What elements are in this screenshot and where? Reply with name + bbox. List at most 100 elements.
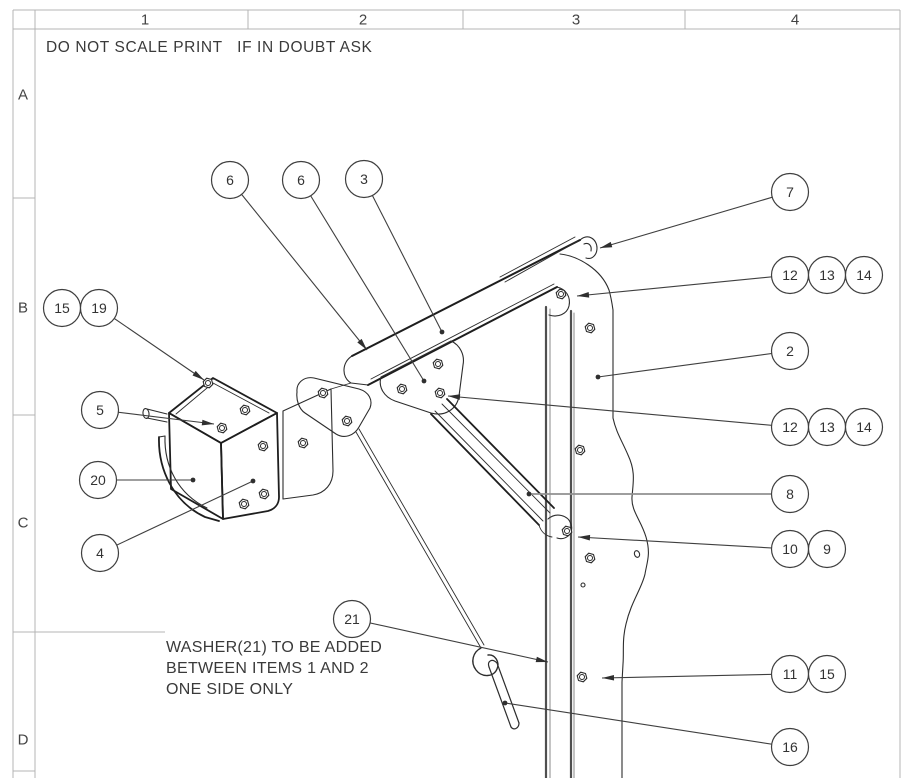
grid-row-label: B (18, 300, 28, 317)
davit-arm-assembly (142, 236, 649, 778)
hex-nut (574, 444, 586, 456)
hex-nut (561, 525, 573, 537)
hex-nut (258, 488, 270, 500)
balloon-20: 20 (78, 460, 118, 500)
hex-nut (576, 671, 588, 683)
hex-nut (584, 322, 596, 334)
grid-column-label: 1 (141, 12, 149, 29)
mounting-plate (559, 253, 649, 778)
washer-note-line: ONE SIDE ONLY (166, 681, 294, 698)
balloon-number: 13 (819, 267, 835, 283)
balloon-number: 12 (782, 419, 798, 435)
hex-nut (257, 440, 269, 452)
grid-column-label: 3 (572, 12, 580, 29)
balloon-number: 15 (54, 300, 70, 316)
balloon-3: 3 (344, 159, 384, 199)
balloon-circle (78, 460, 118, 500)
balloon-circle (770, 172, 810, 212)
leader-line (597, 350, 791, 378)
sheet-frame (12, 9, 901, 778)
balloon-number: 3 (360, 171, 368, 187)
balloon-16: 16 (770, 727, 810, 767)
balloon-number: 8 (786, 486, 794, 502)
balloon-number: 9 (823, 541, 831, 557)
frame-lines (12, 9, 901, 778)
leader-line (576, 274, 791, 297)
mast-post (544, 305, 575, 778)
balloon-circle (344, 159, 384, 199)
balloon-circle (332, 599, 372, 639)
balloon-2: 2 (770, 331, 810, 371)
hex-nut (432, 358, 444, 370)
balloon-circle (210, 160, 250, 200)
balloon-number: 5 (96, 402, 104, 418)
pivot-clevis (296, 377, 372, 437)
curved-guard (158, 435, 220, 522)
lanyard-cord (355, 428, 485, 649)
hex-nut (202, 377, 214, 389)
shaft-stud (146, 408, 168, 423)
balloon-6: 6 (210, 160, 250, 200)
balloon-number: 20 (90, 472, 106, 488)
balloon-number: 11 (783, 666, 798, 682)
balloon-number: 15 (819, 666, 835, 682)
leader-dot (526, 491, 532, 497)
balloon-number: 14 (856, 267, 872, 283)
washer-note-line: WASHER(21) TO BE ADDED (166, 639, 383, 656)
leader-arrowhead (600, 241, 613, 248)
plate-hole (633, 550, 641, 558)
balloon-7: 7 (770, 172, 810, 212)
lynch-pin (472, 647, 520, 730)
leader-arrowhead (578, 534, 591, 541)
balloon-number: 2 (786, 343, 794, 359)
grid-row-label: C (18, 515, 29, 532)
diagonal-brace (430, 398, 573, 540)
balloon-4: 4 (80, 533, 120, 573)
balloon-5: 5 (80, 390, 120, 430)
balloon-8: 8 (770, 474, 810, 514)
leader-line (99, 409, 215, 425)
leader-line (351, 618, 549, 663)
hex-nut (239, 404, 251, 416)
balloon-circle (80, 533, 120, 573)
balloon-circle (770, 727, 810, 767)
balloon-21: 21 (332, 599, 372, 639)
leader-dot (250, 478, 256, 484)
leader-line (577, 536, 791, 550)
hex-nuts (202, 288, 596, 683)
balloon-circle (844, 407, 884, 447)
hex-nut (238, 498, 250, 510)
hex-nut (555, 288, 567, 300)
gusset-plate (379, 340, 464, 415)
balloon-number: 19 (91, 300, 107, 316)
leader-dot (595, 374, 601, 380)
grid-column-label: 2 (359, 12, 367, 29)
hex-nut (341, 415, 353, 427)
leader-line (363, 178, 443, 333)
balloon-circle (770, 474, 810, 514)
leader-arrowhead (577, 292, 590, 298)
leader-arrowhead (357, 338, 367, 350)
leader-line (98, 307, 205, 381)
arm-beam (343, 236, 598, 386)
balloon-number: 6 (297, 172, 305, 188)
balloon-6: 6 (281, 160, 321, 200)
leader-arrowhead (602, 674, 615, 681)
balloon-circle (80, 390, 120, 430)
balloon-number: 16 (782, 739, 798, 755)
washer-note-line: BETWEEN ITEMS 1 AND 2 (166, 660, 369, 677)
leader-line (99, 480, 254, 554)
balloon-11-15: 11 15 (770, 654, 847, 694)
leader-line (300, 179, 425, 382)
leader-line (229, 179, 368, 351)
balloon-number: 7 (786, 184, 794, 200)
balloon-leaders (98, 178, 791, 748)
hex-nut (317, 387, 329, 399)
grid-column-label: 4 (791, 12, 799, 29)
washer-note: WASHER(21) TO BE ADDED BETWEEN ITEMS 1 A… (166, 637, 382, 700)
